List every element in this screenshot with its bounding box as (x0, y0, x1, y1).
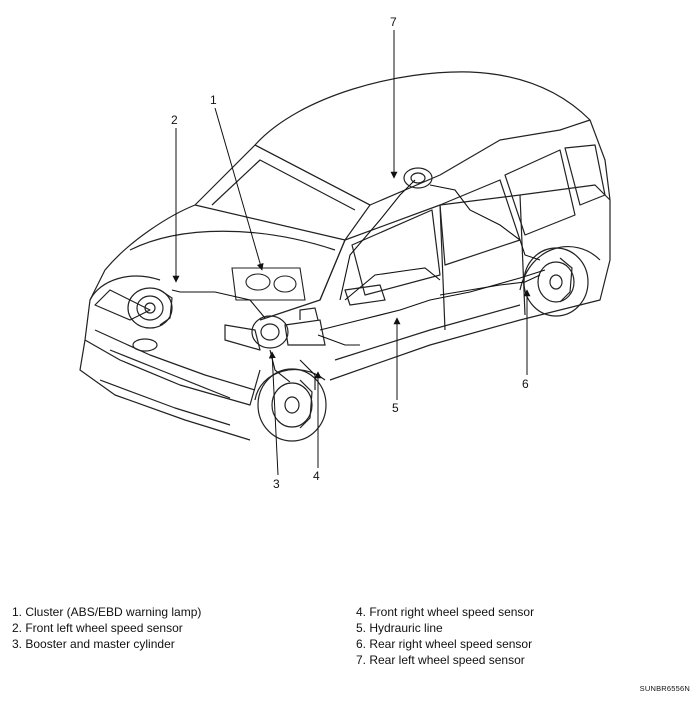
wheels (127, 167, 589, 442)
booster-master-cylinder (251, 307, 326, 349)
cluster-panel (231, 267, 306, 301)
callout-arrows (172, 30, 531, 476)
car-body-outline (79, 71, 611, 441)
legend-left-column: 1. Cluster (ABS/EBD warning lamp) 2. Fro… (12, 604, 201, 652)
legend-item-2: 2. Front left wheel speed sensor (12, 621, 183, 635)
figure-code: SUNBR6556N (639, 684, 690, 693)
callout-3: 3 (273, 477, 280, 491)
vehicle-abs-layout-diagram: 1 2 3 4 5 6 7 (79, 15, 611, 491)
callout-5: 5 (392, 401, 399, 415)
legend-item-4: 4. Front right wheel speed sensor (356, 605, 535, 619)
callout-4: 4 (313, 469, 320, 483)
hydraulic-and-sensor-lines (171, 179, 546, 390)
callout-2: 2 (171, 113, 178, 127)
callout-7: 7 (390, 15, 397, 29)
callout-1: 1 (210, 93, 217, 107)
legend-item-6: 6. Rear right wheel speed sensor (356, 637, 533, 651)
legend-item-7: 7. Rear left wheel speed sensor (356, 653, 525, 667)
legend-item-5: 5. Hydrauric line (356, 621, 443, 635)
legend-item-3: 3. Booster and master cylinder (12, 637, 175, 651)
legend-right-column: 4. Front right wheel speed sensor 5. Hyd… (356, 604, 534, 668)
callout-6: 6 (522, 377, 529, 391)
legend-item-1: 1. Cluster (ABS/EBD warning lamp) (12, 605, 202, 619)
callout-labels: 1 2 3 4 5 6 7 (171, 15, 529, 491)
